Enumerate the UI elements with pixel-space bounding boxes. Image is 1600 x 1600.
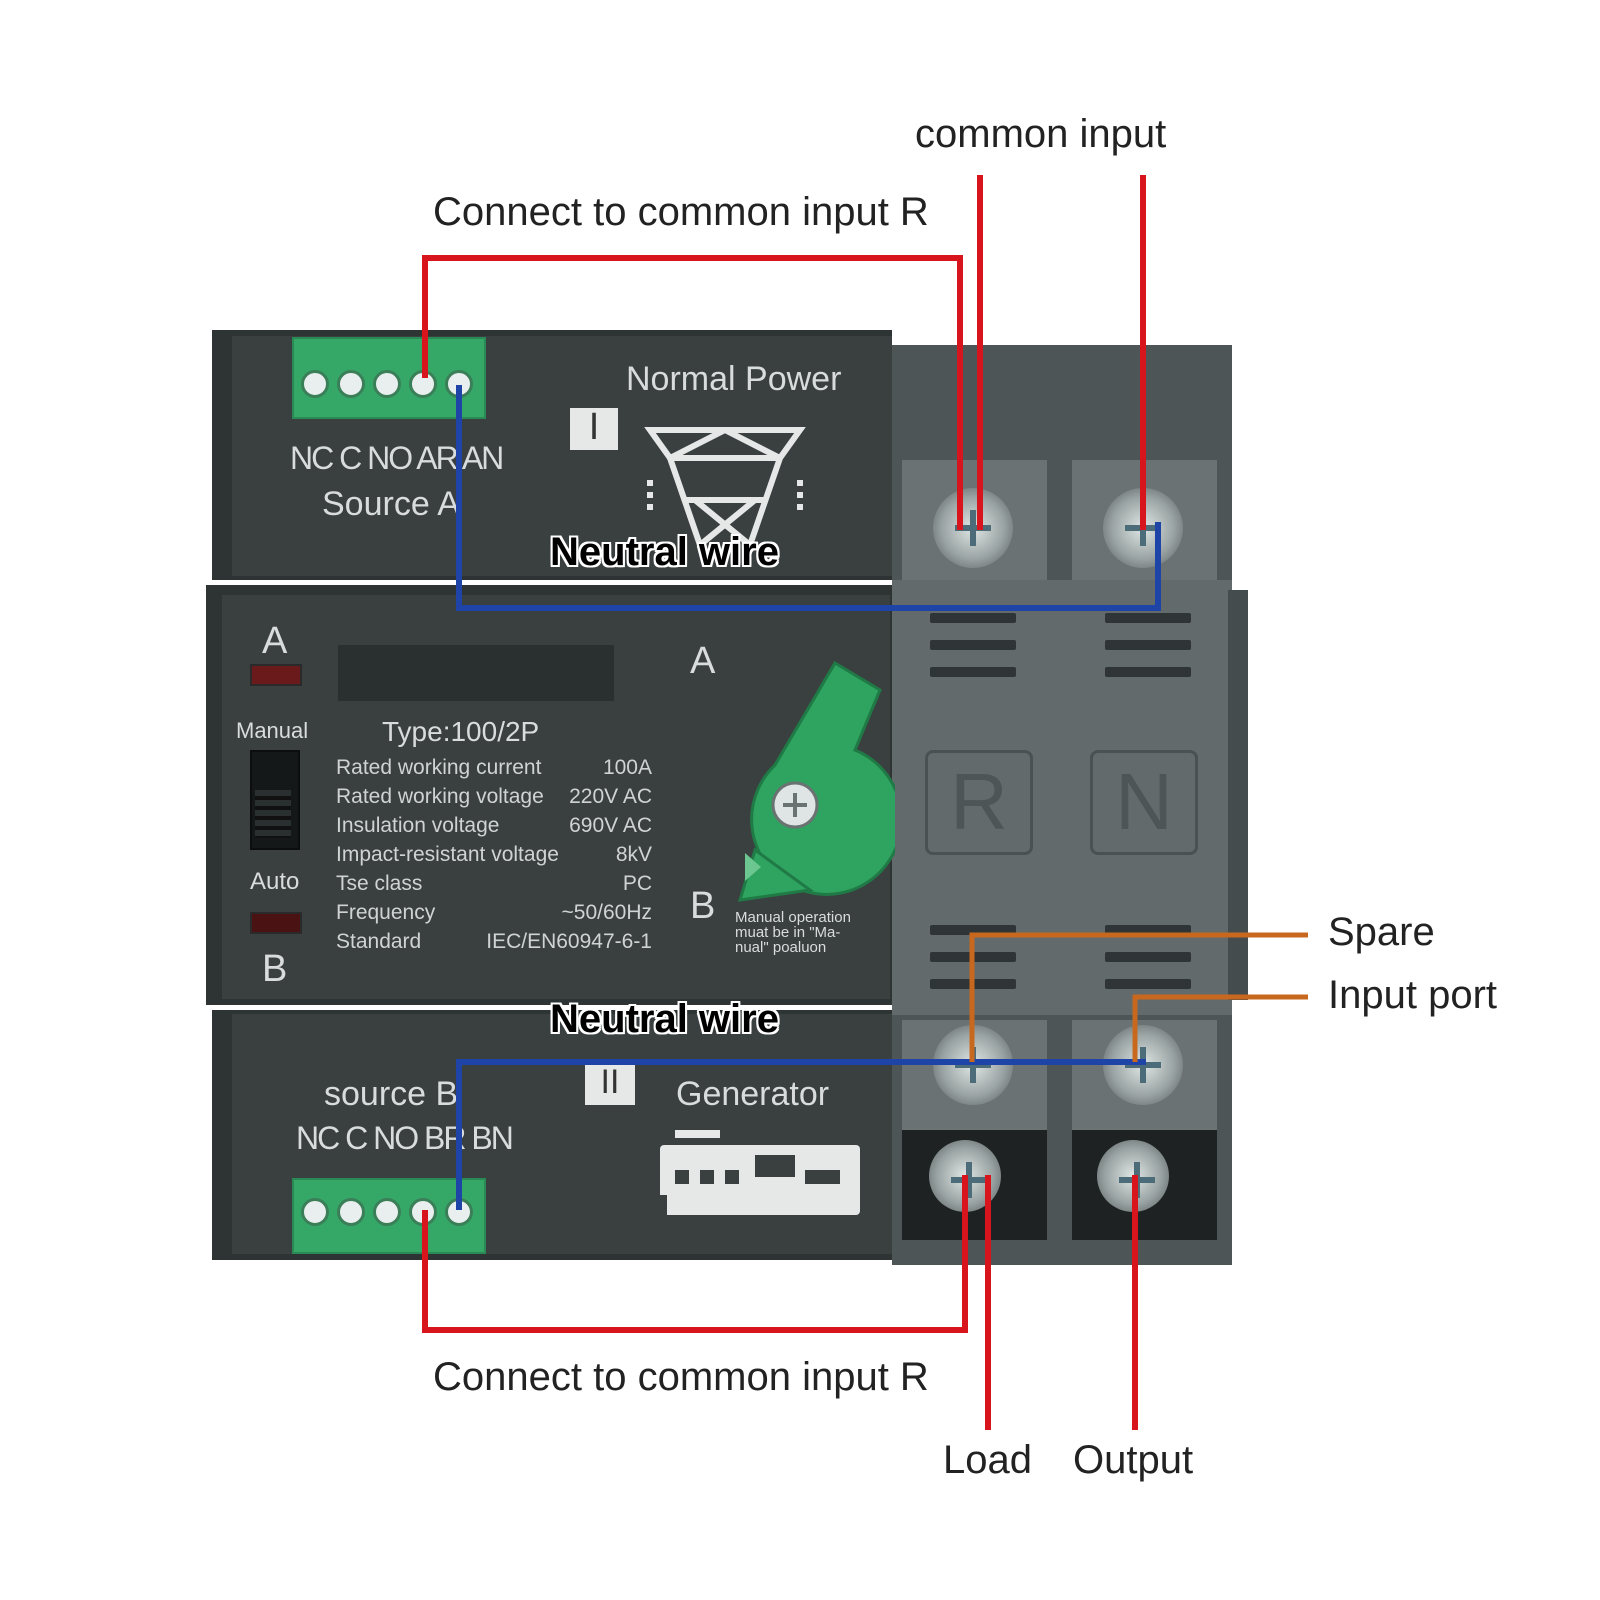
spec-value: 690V AC — [569, 814, 652, 837]
spec-row: Rated working current 100A — [336, 756, 652, 784]
vent-slot — [1105, 613, 1191, 623]
vent-slot — [1105, 979, 1191, 989]
indicator-b-light — [250, 912, 302, 934]
orange-wire-spare — [969, 932, 1308, 1062]
generator-icon — [655, 1130, 860, 1215]
source-b-terminal-labels: NC C NO BR BN — [296, 1120, 514, 1156]
generator-label: Generator — [676, 1075, 830, 1113]
spec-row: Rated working voltage 220V AC — [336, 785, 652, 813]
load-callout: Load — [943, 1438, 1032, 1482]
neutral-wire-bottom-callout: Neutral wire — [550, 997, 779, 1041]
terminal-screw — [337, 1198, 365, 1226]
spec-row: Tse class PC — [336, 872, 652, 900]
spec-name: Standard — [336, 930, 422, 953]
manual-operation-note: Manual operation muat be in "Ma- nual" p… — [735, 909, 851, 956]
spec-row: Frequency ~50/60Hz — [336, 901, 652, 929]
r-terminal-label: R — [950, 757, 1008, 846]
red-wire-connect-top — [422, 255, 963, 530]
red-wire-connect-bottom — [422, 1175, 968, 1333]
terminal-screw — [445, 370, 473, 398]
spare-callout: Spare — [1328, 910, 1435, 954]
terminal-screw — [445, 1198, 473, 1226]
roman-two-badge — [585, 1065, 635, 1105]
spec-name: Rated working voltage — [336, 785, 544, 808]
handle-position-b: B — [690, 885, 716, 927]
spec-name: Rated working current — [336, 756, 542, 779]
spec-value: ~50/60Hz — [561, 901, 652, 924]
spec-name: Insulation voltage — [336, 814, 500, 837]
source-b-label: source B — [324, 1075, 459, 1113]
transfer-handle[interactable] — [715, 655, 895, 905]
source-a-terminal-labels: NC C NO AR AN — [290, 440, 504, 476]
terminal-screw — [373, 1198, 401, 1226]
vent-slot — [1105, 640, 1191, 650]
output-callout: Output — [1073, 1438, 1194, 1482]
indicator-a-light — [250, 664, 302, 686]
switch-slider[interactable] — [255, 790, 291, 838]
terminal-screw — [373, 370, 401, 398]
blue-wire-neutral-top — [456, 385, 1161, 611]
terminal-screw — [301, 370, 329, 398]
vent-slot — [930, 640, 1016, 650]
roman-two-label: II — [600, 1063, 620, 1101]
spec-row: Standard IEC/EN60947-6-1 — [336, 930, 652, 958]
spec-value: 8kV — [615, 843, 652, 866]
common-input-r-screw — [933, 488, 1013, 568]
terminal-screw — [409, 370, 437, 398]
spec-value: 100A — [602, 756, 652, 779]
vent-slot — [930, 667, 1016, 677]
terminal-screw — [337, 370, 365, 398]
input-port-callout: Input port — [1328, 973, 1498, 1017]
indicator-b-label: B — [262, 948, 288, 990]
neutral-wire-top-callout: Neutral wire — [550, 530, 779, 574]
auto-label: Auto — [250, 868, 300, 895]
roman-one-badge — [570, 408, 618, 450]
vent-slot — [1105, 925, 1191, 935]
spec-value: IEC/EN60947-6-1 — [486, 930, 652, 953]
n-terminal-label: N — [1115, 757, 1173, 846]
spec-name: Impact-resistant voltage — [336, 843, 559, 866]
normal-power-label: Normal Power — [626, 360, 842, 398]
cover-plate — [892, 580, 1232, 1020]
spec-row: Impact-resistant voltage 8kV — [336, 843, 652, 871]
spec-row: Insulation voltage 690V AC — [336, 814, 652, 842]
source-a-label: Source A — [322, 485, 460, 523]
connect-bottom-callout: Connect to common input R — [433, 1355, 929, 1399]
vent-slot — [1105, 952, 1191, 962]
spec-value: 220V AC — [569, 785, 652, 808]
r-terminal-box — [925, 750, 1033, 855]
power-pylon-icon — [644, 427, 806, 548]
vent-slot — [930, 613, 1016, 623]
handle-position-a: A — [690, 640, 716, 682]
vent-slot — [1105, 667, 1191, 677]
roman-one-label: I — [588, 406, 600, 448]
indicator-a-label: A — [262, 620, 288, 662]
spec-name: Frequency — [336, 901, 436, 924]
blue-wire-neutral-bottom — [456, 1059, 1146, 1210]
type-label: Type:100/2P — [382, 716, 540, 747]
display-window — [338, 645, 614, 701]
cover-plate-right-edge — [1228, 590, 1248, 1000]
terminal-screw — [301, 1198, 329, 1226]
spec-value: PC — [622, 872, 652, 895]
manual-label: Manual — [236, 718, 309, 743]
orange-wire-input-port — [1132, 994, 1308, 1062]
spec-name: Tse class — [336, 872, 423, 895]
vent-slot — [930, 925, 1016, 935]
connect-top-callout: Connect to common input R — [433, 190, 929, 234]
common-input-callout: common input — [915, 112, 1167, 156]
n-terminal-box — [1090, 750, 1198, 855]
